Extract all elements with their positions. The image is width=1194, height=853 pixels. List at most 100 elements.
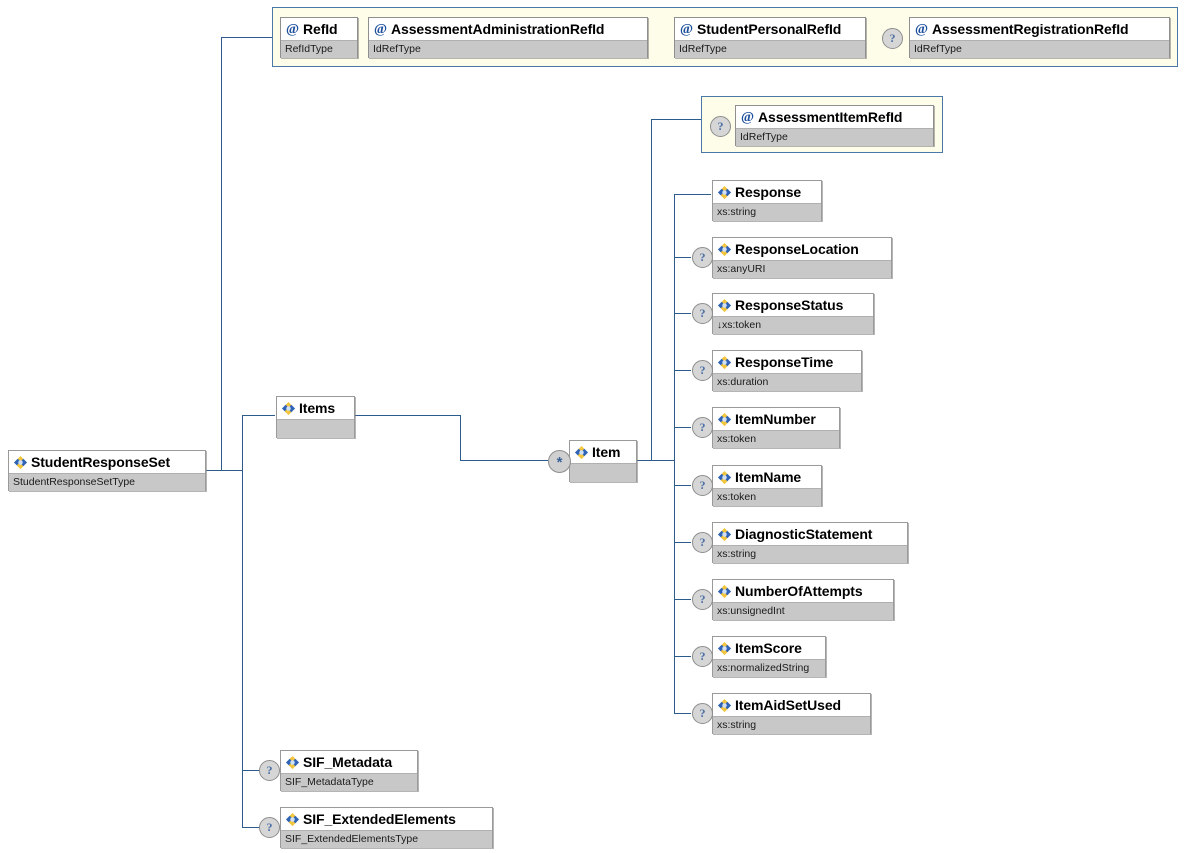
element-name-row: Response <box>713 181 821 203</box>
element-icon <box>717 242 732 257</box>
element-icon <box>717 185 732 200</box>
attribute-icon: @ <box>914 21 929 37</box>
element-name-row: ResponseStatus <box>713 294 873 316</box>
optional-marker-responselocation: ? <box>692 247 713 268</box>
optional-marker-itemaidsetused: ? <box>692 703 713 724</box>
connector-children-vertical <box>242 415 243 827</box>
connector-child-5 <box>674 485 691 486</box>
element-node-responsetime[interactable]: ResponseTime xs:duration <box>712 350 862 391</box>
element-type: xs:string <box>713 545 907 563</box>
element-name-row: ResponseLocation <box>713 238 891 260</box>
optional-marker-numberofattempts: ? <box>692 589 713 610</box>
element-label: SIF_ExtendedElements <box>303 811 456 827</box>
element-node-numberofattempts[interactable]: NumberOfAttempts xs:unsignedInt <box>712 579 894 620</box>
unbounded-marker-item: * <box>548 450 571 473</box>
attribute-icon: @ <box>679 21 694 37</box>
element-name-row: Item <box>570 441 636 463</box>
element-name-row: SIF_Metadata <box>281 751 417 773</box>
element-label: SIF_Metadata <box>303 754 393 770</box>
element-icon <box>285 812 300 827</box>
connector-items-horizontal <box>242 415 275 416</box>
element-type-text: xs:token <box>722 319 762 331</box>
element-node-itemaidsetused[interactable]: ItemAidSetUsed xs:string <box>712 693 871 734</box>
root-attribute-group: @ RefId RefIdType @ AssessmentAdministra… <box>272 7 1178 67</box>
element-node-diagnosticstatement[interactable]: DiagnosticStatement xs:string <box>712 522 908 563</box>
attribute-type: RefIdType <box>281 40 357 58</box>
element-icon <box>281 401 296 416</box>
element-node-responsestatus[interactable]: ResponseStatus ↓xs:token <box>712 293 874 334</box>
element-node-items[interactable]: Items <box>276 396 355 438</box>
element-label: Item <box>592 444 621 460</box>
element-node-itemscore[interactable]: ItemScore xs:normalizedString <box>712 636 826 677</box>
item-attribute-group: ? @ AssessmentItemRefId IdRefType <box>701 96 943 153</box>
optional-marker-sifextendedelements: ? <box>259 817 280 838</box>
optional-marker-responsetime: ? <box>692 360 713 381</box>
element-icon <box>717 470 732 485</box>
connector-items-down <box>460 415 461 460</box>
element-node-itemnumber[interactable]: ItemNumber xs:token <box>712 407 840 448</box>
optional-marker-itemname: ? <box>692 475 713 496</box>
optional-marker-assessmentitemrefid: ? <box>710 116 731 137</box>
element-node-response[interactable]: Response xs:string <box>712 180 822 221</box>
attribute-node-studentpersonalrefid[interactable]: @ StudentPersonalRefId IdRefType <box>674 17 866 58</box>
attribute-name-row: @ StudentPersonalRefId <box>675 18 865 40</box>
element-icon <box>717 698 732 713</box>
connector-attr-vertical <box>221 37 222 471</box>
element-icon <box>717 641 732 656</box>
optional-marker-diagnosticstatement: ? <box>692 532 713 553</box>
element-type: SIF_ExtendedElementsType <box>281 830 492 848</box>
element-node-sif-metadata[interactable]: SIF_Metadata SIF_MetadataType <box>280 750 418 791</box>
optional-marker-responsestatus: ? <box>692 303 713 324</box>
element-type: SIF_MetadataType <box>281 773 417 791</box>
element-name-row: ResponseTime <box>713 351 861 373</box>
attribute-icon: @ <box>373 21 388 37</box>
connector-itemattr-horizontal <box>651 119 703 120</box>
element-node-studentresponseset[interactable]: StudentResponseSet StudentResponseSetTyp… <box>8 450 206 491</box>
element-type: xs:token <box>713 430 839 448</box>
attribute-name-row: @ AssessmentItemRefId <box>736 106 933 128</box>
element-node-item[interactable]: Item <box>569 440 637 482</box>
element-type: xs:string <box>713 716 870 734</box>
element-type: xs:duration <box>713 373 861 391</box>
element-label: ItemAidSetUsed <box>735 697 841 713</box>
element-name-row: NumberOfAttempts <box>713 580 893 602</box>
element-name-row: SIF_ExtendedElements <box>281 808 492 830</box>
element-node-itemname[interactable]: ItemName xs:token <box>712 465 822 506</box>
element-label: ItemNumber <box>735 411 816 427</box>
element-label: Items <box>299 400 336 416</box>
connector-child-4 <box>674 427 691 428</box>
attribute-node-assessmentregistrationrefid[interactable]: @ AssessmentRegistrationRefId IdRefType <box>909 17 1170 58</box>
optional-marker-itemnumber: ? <box>692 417 713 438</box>
element-type: xs:normalizedString <box>713 659 825 677</box>
attribute-type: IdRefType <box>910 40 1169 58</box>
attribute-type: IdRefType <box>736 128 933 146</box>
attribute-type: IdRefType <box>675 40 865 58</box>
element-node-responselocation[interactable]: ResponseLocation xs:anyURI <box>712 237 892 278</box>
connector-child-2 <box>674 313 691 314</box>
attribute-node-refid[interactable]: @ RefId RefIdType <box>280 17 358 58</box>
connector-child-0 <box>674 194 711 195</box>
attribute-name-row: @ AssessmentAdministrationRefId <box>369 18 647 40</box>
attribute-node-assessmentitemrefid[interactable]: @ AssessmentItemRefId IdRefType <box>735 105 934 146</box>
element-type: xs:string <box>713 203 821 221</box>
connector-item-out <box>637 460 675 461</box>
element-type: xs:token <box>713 488 821 506</box>
connector-attr-horizontal <box>221 37 273 38</box>
element-node-sif-extendedelements[interactable]: SIF_ExtendedElements SIF_ExtendedElement… <box>280 807 493 848</box>
attribute-type: IdRefType <box>369 40 647 58</box>
element-label: ResponseStatus <box>735 297 844 313</box>
connector-child-6 <box>674 542 691 543</box>
attribute-label: AssessmentRegistrationRefId <box>932 21 1129 37</box>
attribute-node-assessmentadministrationrefid[interactable]: @ AssessmentAdministrationRefId IdRefTyp… <box>368 17 648 58</box>
element-icon <box>13 455 28 470</box>
element-type: StudentResponseSetType <box>9 473 205 491</box>
connector-root-stub <box>206 470 242 471</box>
connector-child-7 <box>674 599 691 600</box>
connector-item-in <box>460 460 548 461</box>
element-name-row: ItemScore <box>713 637 825 659</box>
element-type: xs:unsignedInt <box>713 602 893 620</box>
restriction-arrow-icon: ↓ <box>717 320 722 331</box>
element-type: ↓xs:token <box>713 316 873 334</box>
element-icon <box>717 527 732 542</box>
connector-itemattr-vertical <box>651 119 652 460</box>
